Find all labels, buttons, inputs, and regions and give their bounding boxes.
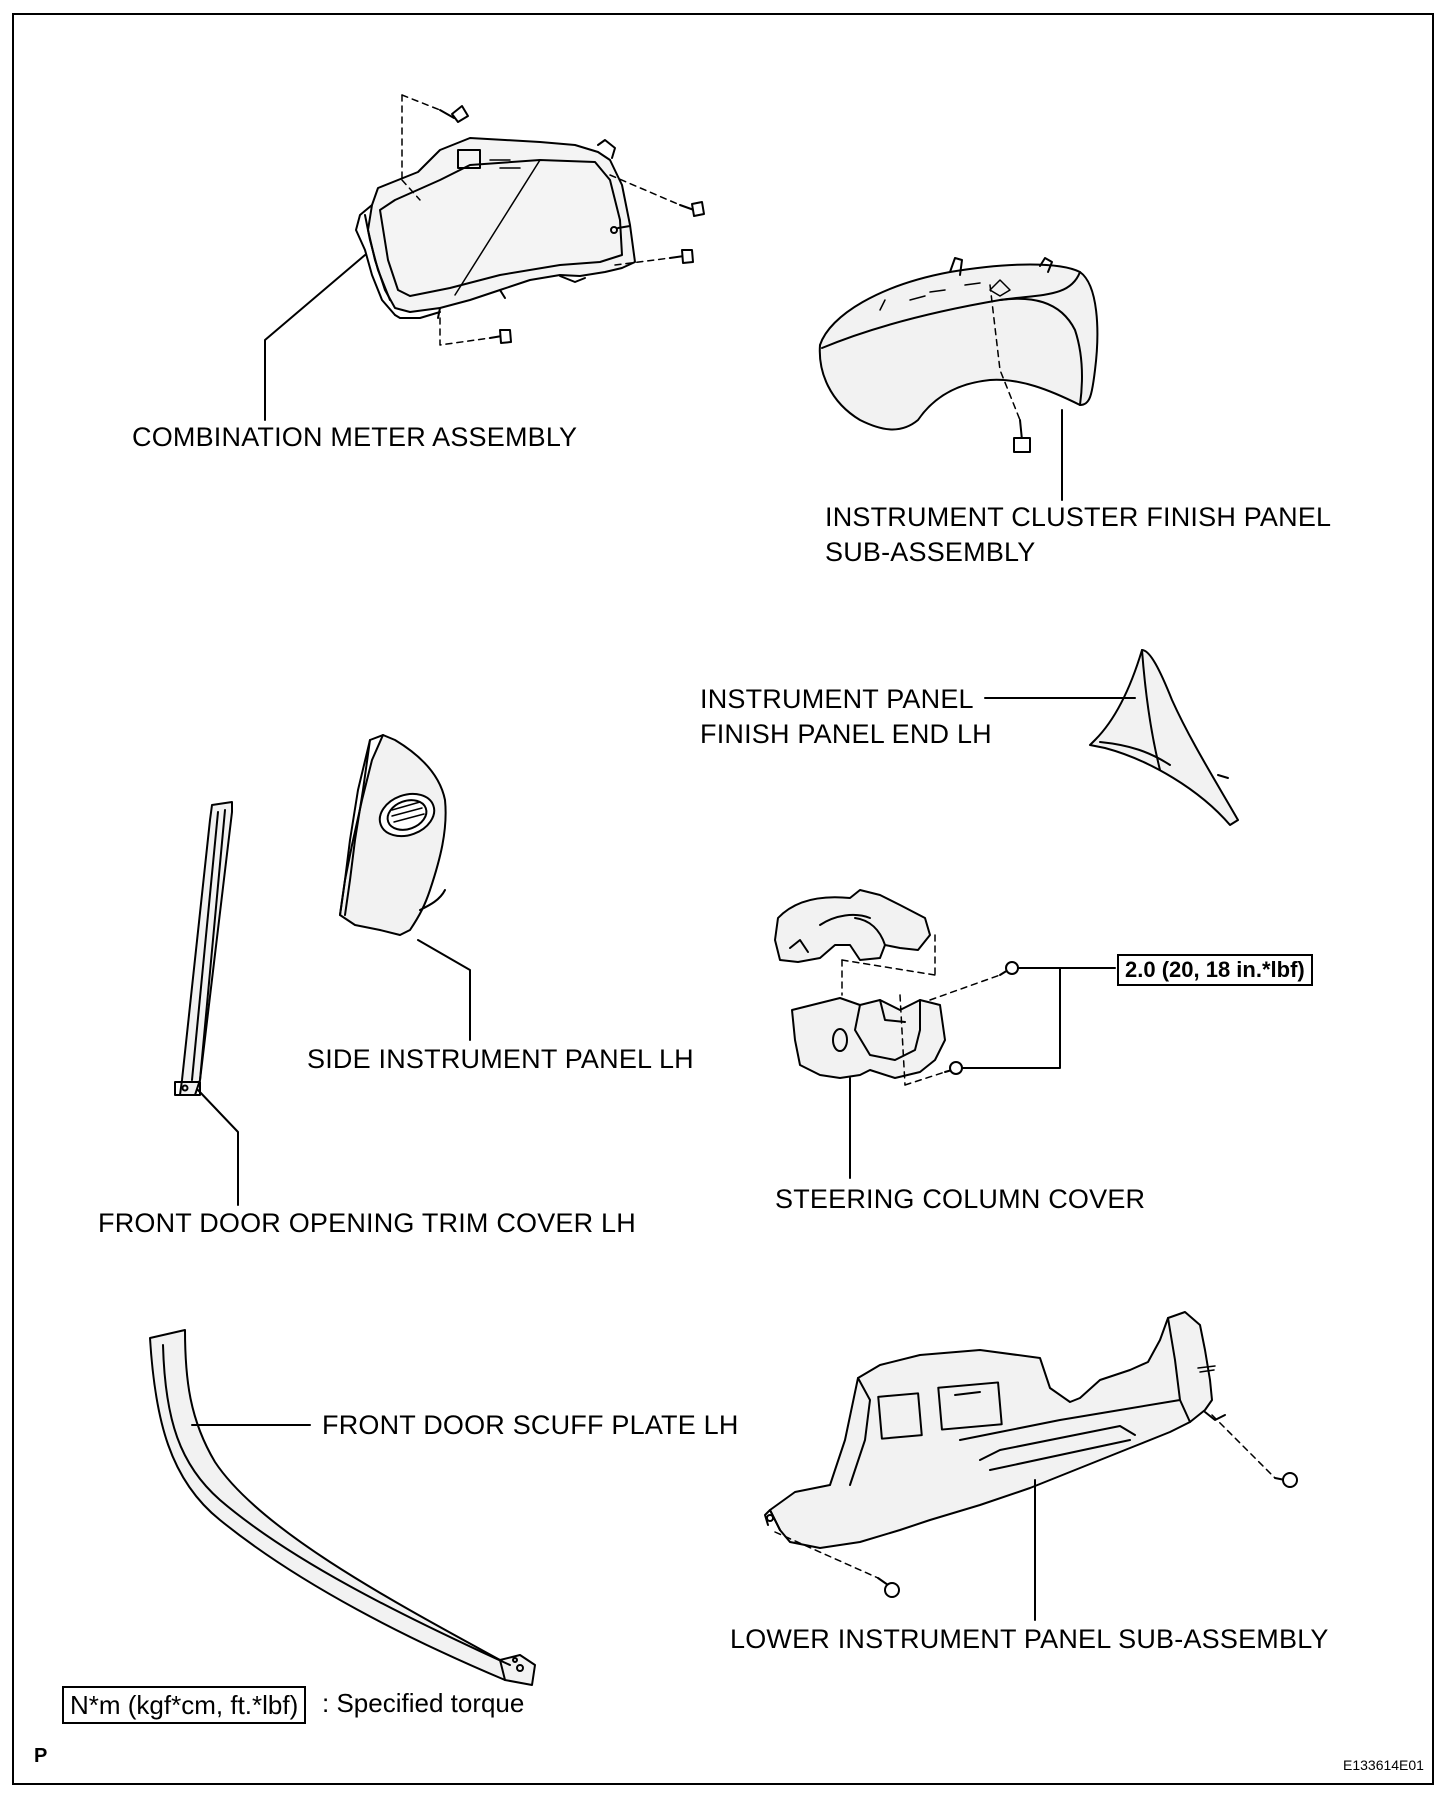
- corner-letter: P: [34, 1745, 48, 1767]
- figure-code: E133614E01: [1343, 1757, 1424, 1773]
- screw-right-top: [679, 201, 705, 217]
- screw-bottom: [489, 329, 512, 344]
- label-cluster-finish-line1: INSTRUMENT CLUSTER FINISH PANEL: [825, 502, 1332, 532]
- lower-panel-drawing: [764, 1311, 1298, 1621]
- label-combination-meter: COMBINATION METER ASSEMBLY: [132, 422, 578, 452]
- label-cluster-finish-line2: SUB-ASSEMBLY: [825, 537, 1036, 567]
- combination-meter-drawing: [264, 94, 705, 421]
- finish-panel-end-drawing: [984, 649, 1239, 826]
- torque-spec-box: 2.0 (20, 18 in.*lbf): [1117, 954, 1313, 986]
- legend-torque-box: N*m (kgf*cm, ft.*lbf): [62, 1686, 307, 1724]
- label-lower-panel: LOWER INSTRUMENT PANEL SUB-ASSEMBLY: [730, 1624, 1329, 1654]
- steering-cover-drawing: [774, 889, 1116, 1179]
- screw-right-mid: [669, 249, 694, 264]
- label-panel-end-line1: INSTRUMENT PANEL: [700, 684, 974, 714]
- legend-torque-text: : Specified torque: [322, 1688, 525, 1718]
- door-trim-drawing: [174, 801, 239, 1206]
- label-scuff-plate: FRONT DOOR SCUFF PLATE LH: [322, 1410, 739, 1440]
- diagram-frame: [12, 13, 1434, 1785]
- scuff-plate-drawing: [149, 1329, 536, 1686]
- label-steering-cover: STEERING COLUMN COVER: [775, 1184, 1146, 1214]
- cluster-finish-panel-drawing: [818, 257, 1099, 501]
- label-door-trim: FRONT DOOR OPENING TRIM COVER LH: [98, 1208, 636, 1238]
- screw-top: [439, 105, 469, 123]
- side-panel-drawing: [339, 734, 471, 1041]
- label-side-panel: SIDE INSTRUMENT PANEL LH: [307, 1044, 694, 1074]
- label-panel-end-line2: FINISH PANEL END LH: [700, 719, 992, 749]
